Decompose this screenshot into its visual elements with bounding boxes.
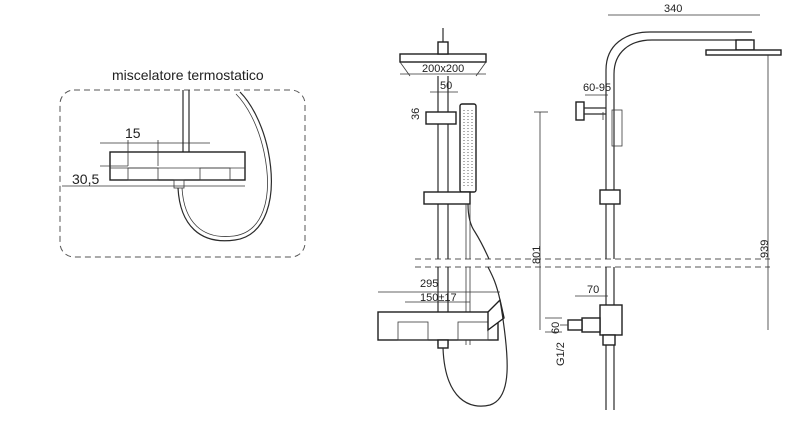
front-height-801: 801 (531, 246, 543, 264)
detail-dim-width: 15 (125, 125, 141, 141)
detail-hose (177, 91, 272, 242)
side-rain-head (705, 49, 782, 56)
side-view: 340 60-95 939 70 60 G1/ (545, 3, 782, 410)
side-height-939: 939 (759, 240, 771, 258)
front-rain-head (399, 53, 487, 63)
side-outlet-dist: 70 (587, 284, 599, 296)
side-outlet-height: 60 (550, 322, 562, 334)
front-bar-width: 50 (440, 80, 452, 92)
side-wall-dist: 60-95 (583, 82, 611, 94)
side-arm-length: 340 (664, 3, 682, 15)
side-thread: G1/2 (555, 342, 567, 366)
mixer-detail-panel: miscelatore termostatico 15 30,5 (59, 67, 306, 258)
detail-mixer-body (109, 151, 246, 181)
side-arm (605, 31, 752, 190)
front-centers: 150±17 (420, 292, 457, 304)
front-view: 200x200 50 36 801 295 150±17 (377, 28, 770, 407)
detail-dim-height: 30,5 (72, 171, 99, 187)
front-head-size: 200x200 (422, 63, 464, 75)
front-slider (423, 191, 471, 205)
front-mixer-body (377, 311, 499, 341)
front-mixer-width: 295 (420, 278, 438, 290)
side-mixer-body (599, 304, 623, 336)
front-handshower (459, 103, 477, 193)
front-handshower-dim: 36 (410, 108, 422, 120)
detail-title: miscelatore termostatico (112, 67, 264, 83)
front-hose (442, 266, 508, 407)
